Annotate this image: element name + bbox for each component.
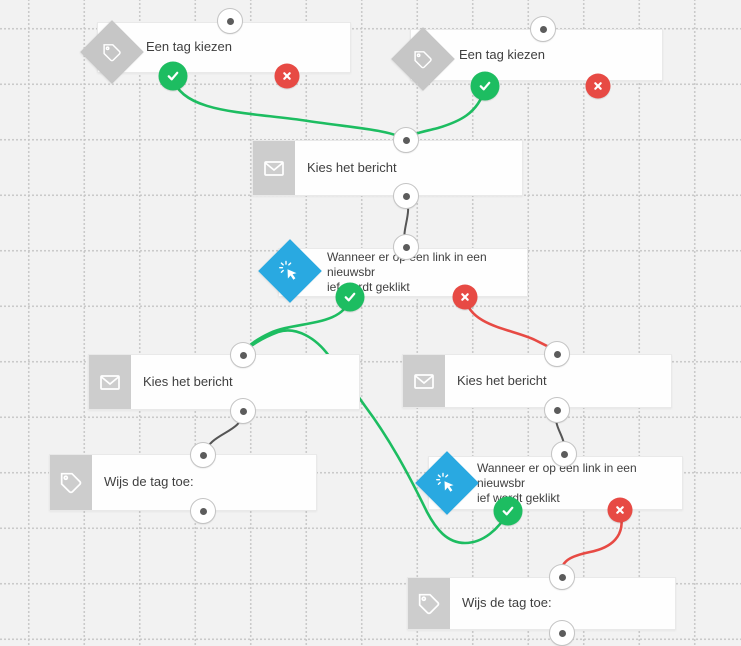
node-title: Kies het bericht [457,372,547,388]
node-link-clicked-right[interactable]: Wanneer er op een link in een nieuwsbr i… [428,456,683,510]
port-in-assign-tag-left[interactable] [190,442,216,468]
connector-success [404,86,487,142]
failure-badge-choose-tag-top-right[interactable] [585,73,611,99]
connector-failure [463,296,559,355]
failure-badge-link-clicked-right[interactable] [607,497,633,523]
port-in-link-clicked-right[interactable] [551,441,577,467]
node-title: Een tag kiezen [459,46,546,62]
port-in-choose-message-right[interactable] [544,341,570,367]
port-out-choose-message-right[interactable] [544,397,570,423]
node-title: Een tag kiezen [146,39,233,55]
port-in-choose-message-left[interactable] [230,342,256,368]
port-in-choose-tag-top-right[interactable] [530,16,556,42]
port-out-choose-message-top[interactable] [393,183,419,209]
port-in-choose-message-top[interactable] [393,127,419,153]
tag-icon [408,578,450,629]
tag-icon [80,20,144,84]
node-choose-message-left[interactable]: Kies het bericht [88,354,360,410]
port-out-assign-tag-right[interactable] [549,620,575,646]
port-in-choose-tag-top-left[interactable] [217,8,243,34]
node-title: Wijs de tag toe: [104,474,194,490]
connector-success [171,76,408,142]
node-choose-message-right[interactable]: Kies het bericht [402,354,672,408]
port-out-choose-message-left[interactable] [230,398,256,424]
port-out-assign-tag-left[interactable] [190,498,216,524]
envelope-icon [89,355,131,409]
port-in-link-clicked-left[interactable] [393,234,419,260]
tag-icon [391,27,455,91]
success-badge-link-clicked-right[interactable] [493,496,523,526]
cursor-click-icon [258,239,322,303]
node-title: Wijs de tag toe: [462,595,552,611]
connector-success [241,296,352,356]
success-badge-choose-tag-top-left[interactable] [158,61,188,91]
node-title: Kies het bericht [307,159,397,175]
node-assign-tag-left[interactable]: Wijs de tag toe: [49,454,317,511]
failure-badge-link-clicked-left[interactable] [452,284,478,310]
node-assign-tag-right[interactable]: Wijs de tag toe: [407,577,676,630]
envelope-icon [403,355,445,407]
failure-badge-choose-tag-top-left[interactable] [274,63,300,89]
success-badge-choose-tag-top-right[interactable] [470,71,500,101]
node-title: Kies het bericht [143,373,233,389]
success-badge-link-clicked-left[interactable] [335,282,365,312]
node-choose-message-top[interactable]: Kies het bericht [252,140,523,196]
envelope-icon [253,141,295,195]
cursor-click-icon [415,451,479,515]
connector-success [241,329,510,545]
tag-icon [50,455,92,510]
port-in-assign-tag-right[interactable] [549,564,575,590]
